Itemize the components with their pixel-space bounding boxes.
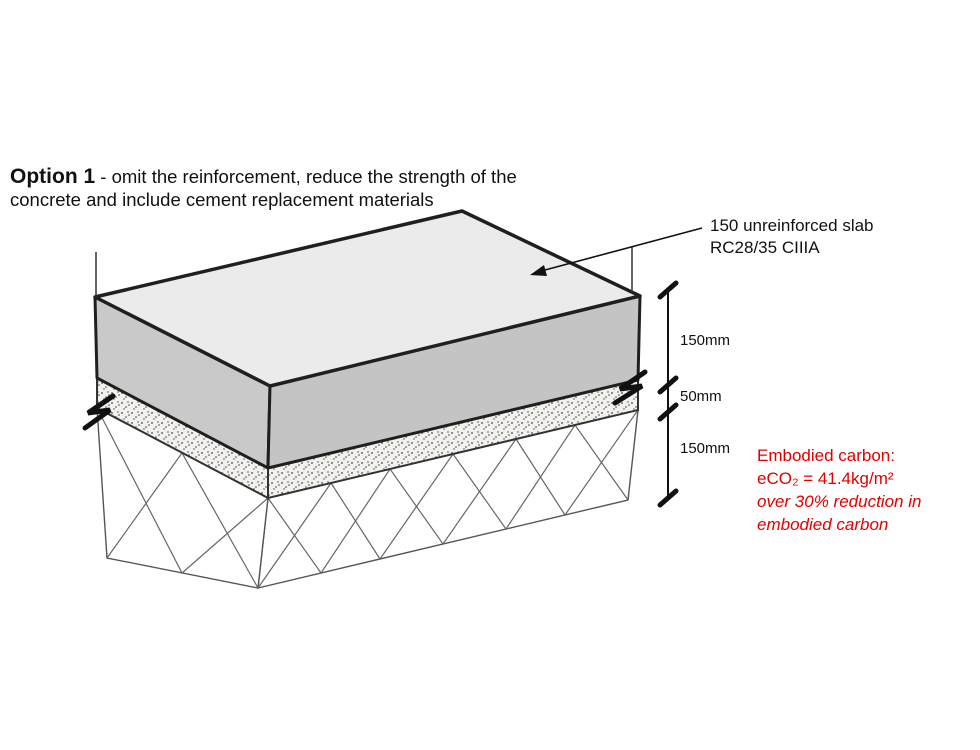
dimension-line <box>657 280 679 508</box>
embodied-carbon-value: eCO₂ = 41.4kg/m² <box>757 469 894 488</box>
annotation-leader <box>530 227 703 276</box>
page-title: Option 1 - omit the reinforcement, reduc… <box>10 165 545 211</box>
embodied-carbon-note: Embodied carbon: eCO₂ = 41.4kg/m² over 3… <box>757 444 921 536</box>
embodied-carbon-reduction-line2: embodied carbon <box>757 515 889 534</box>
break-squiggle-left <box>82 393 116 431</box>
embodied-carbon-line1: Embodied carbon: <box>757 446 895 465</box>
slab-annotation-line2: RC28/35 CIIIA <box>710 238 820 257</box>
embodied-carbon-reduction-line1: over 30% reduction in <box>757 492 922 511</box>
dim-label-slab: 150mm <box>680 332 731 349</box>
break-lines <box>82 246 648 431</box>
slab-annotation-line1: 150 unreinforced slab <box>710 216 874 235</box>
concrete-slab <box>93 209 642 470</box>
slab-annotation: 150 unreinforced slab RC28/35 CIIIA <box>710 215 874 259</box>
blinding-layer <box>96 376 639 500</box>
option-label: Option 1 <box>10 164 96 188</box>
leader-arrowhead-icon <box>530 265 547 276</box>
break-squiggle-right <box>612 369 648 406</box>
option-description: - omit the reinforcement, reduce the str… <box>10 165 517 210</box>
dim-label-blinding: 50mm <box>680 388 722 405</box>
slab-top-face <box>93 209 642 388</box>
dim-label-hardcore: 150mm <box>680 440 731 457</box>
